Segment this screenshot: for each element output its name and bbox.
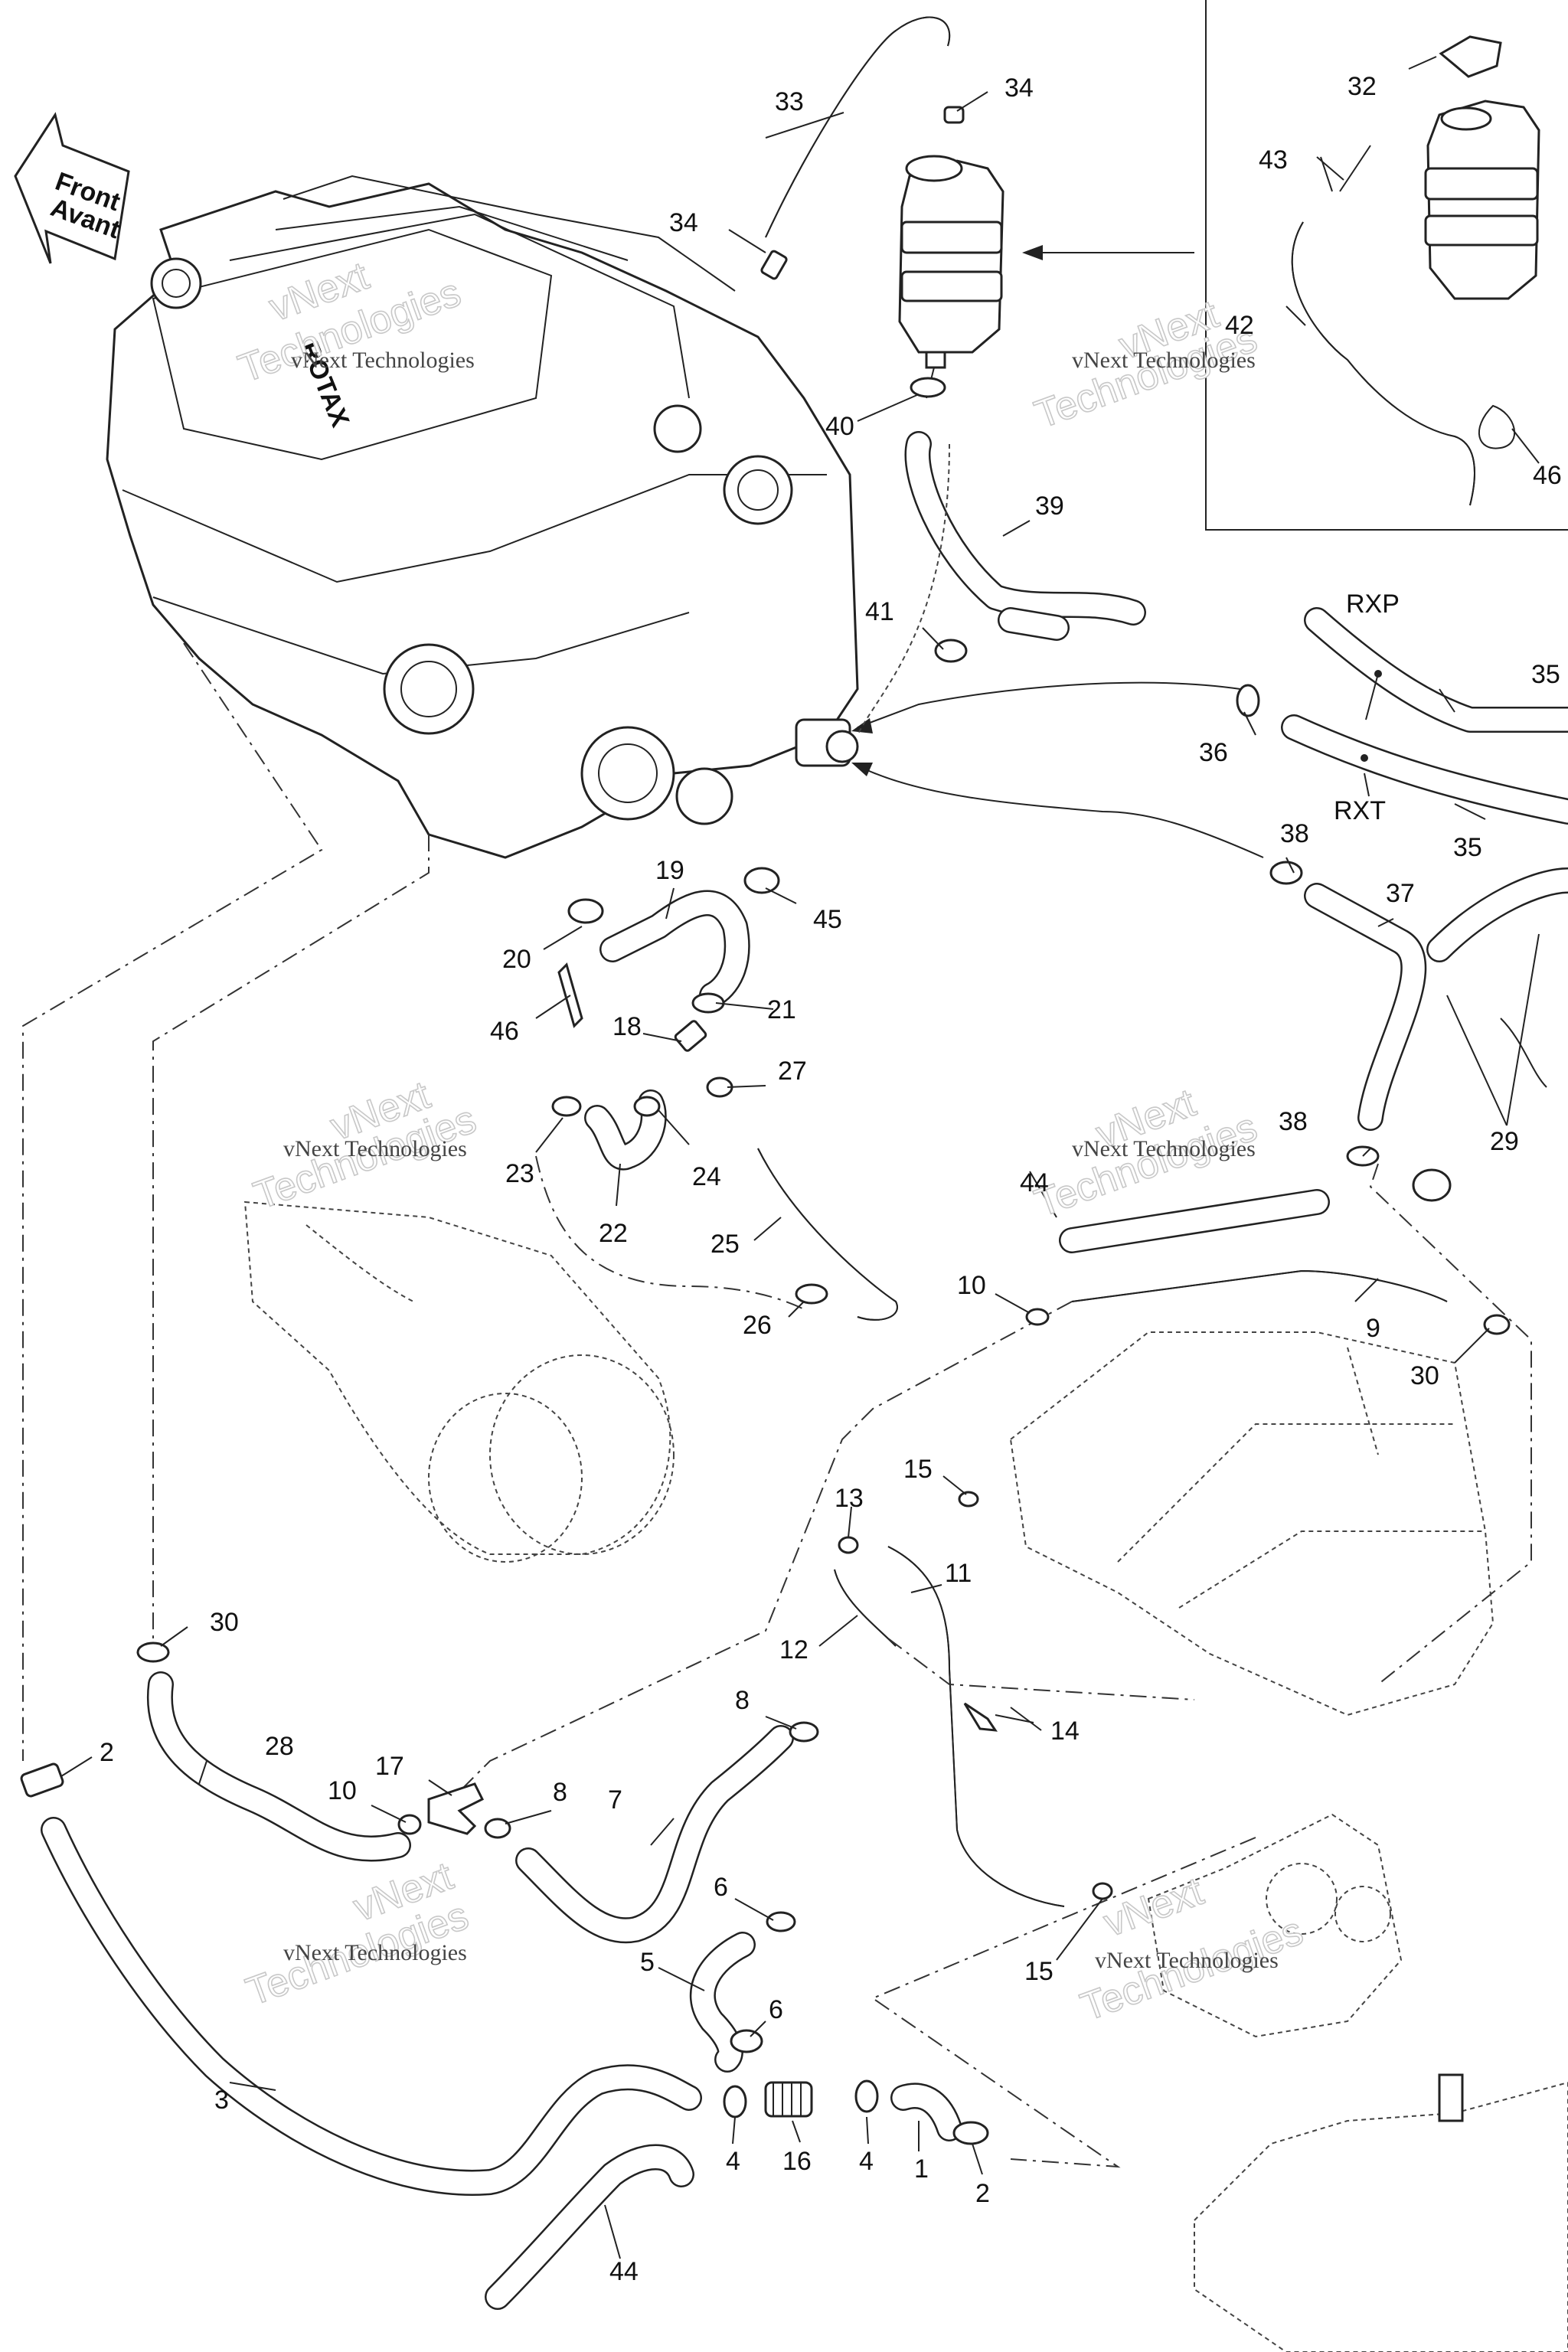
callout-14: 14 xyxy=(1050,1717,1080,1746)
callout-2-top: 2 xyxy=(100,1738,114,1767)
watermark-text-5: vNext Technologies xyxy=(283,1940,467,1965)
callout-22: 22 xyxy=(599,1219,628,1248)
intercooler xyxy=(1009,1331,1494,1717)
callout-44-top: 44 xyxy=(1020,1168,1049,1197)
callout-40: 40 xyxy=(825,412,854,441)
callout-39: 39 xyxy=(1035,492,1064,521)
callout-37: 37 xyxy=(1386,879,1415,908)
callout-4-right: 4 xyxy=(859,2147,874,2176)
callout-9: 9 xyxy=(1366,1314,1380,1343)
callout-12: 12 xyxy=(779,1635,808,1664)
engine-assembly: ROTAX xyxy=(106,175,859,859)
rxt-label: RXT xyxy=(1334,796,1386,825)
inset-detail-box xyxy=(1205,0,1568,531)
callout-6-top: 6 xyxy=(714,1873,728,1902)
watermark-text-3: vNext Technologies xyxy=(283,1136,467,1161)
callout-43: 43 xyxy=(1259,145,1288,175)
callout-27: 27 xyxy=(778,1057,807,1086)
callout-17: 17 xyxy=(375,1752,404,1781)
callout-44: 44 xyxy=(609,2257,639,2286)
callout-11: 11 xyxy=(945,1559,972,1588)
callout-8: 8 xyxy=(553,1778,567,1807)
callout-30-right: 30 xyxy=(1410,1361,1439,1390)
callout-4-left: 4 xyxy=(726,2147,740,2176)
watermark-text-4: vNext Technologies xyxy=(1072,1136,1256,1161)
inset-pointer xyxy=(1022,245,1194,260)
callout-5: 5 xyxy=(640,1948,655,1977)
jet-pump xyxy=(1147,1813,1403,2038)
callout-16: 16 xyxy=(782,2147,812,2176)
rxp-label: RXP xyxy=(1346,590,1400,619)
callout-29: 29 xyxy=(1490,1127,1519,1156)
leader-lines xyxy=(60,56,1540,2259)
callout-23: 23 xyxy=(505,1159,534,1188)
callout-28: 28 xyxy=(265,1732,294,1761)
flow-lines xyxy=(22,367,1532,2168)
callout-34-left: 34 xyxy=(669,208,698,237)
ride-plate xyxy=(1194,2073,1568,2352)
callout-6: 6 xyxy=(769,1995,783,2024)
callout-2: 2 xyxy=(975,2179,990,2208)
callout-35-top: 35 xyxy=(1531,660,1560,689)
muffler xyxy=(243,1200,675,1563)
callout-numbers: 33 34 34 40 39 41 35 36 35 38 37 38 29 1… xyxy=(100,72,1562,2286)
inset-coolant-tank xyxy=(1291,35,1540,506)
callout-25: 25 xyxy=(710,1230,740,1259)
callout-21: 21 xyxy=(767,995,796,1024)
watermark-text-1: vNext Technologies xyxy=(291,348,475,373)
fittings xyxy=(20,106,1547,2145)
callout-1: 1 xyxy=(914,2154,929,2184)
callout-24: 24 xyxy=(692,1162,721,1191)
coolant-tank xyxy=(898,155,1004,369)
hoses xyxy=(41,16,1568,2310)
callout-8-top: 8 xyxy=(735,1686,750,1715)
callout-20: 20 xyxy=(502,945,531,974)
callout-10-top: 10 xyxy=(957,1271,986,1300)
callout-38-bottom: 38 xyxy=(1279,1107,1308,1136)
callout-13: 13 xyxy=(835,1484,864,1513)
callout-30-left: 30 xyxy=(210,1608,239,1637)
callout-15: 15 xyxy=(1024,1957,1054,1986)
callout-34-top: 34 xyxy=(1004,74,1034,103)
callout-33: 33 xyxy=(775,87,804,116)
callout-26: 26 xyxy=(743,1311,772,1340)
callout-36: 36 xyxy=(1199,738,1228,767)
callout-3: 3 xyxy=(214,2086,229,2115)
watermark-text-2: vNext Technologies xyxy=(1072,348,1256,373)
callout-45: 45 xyxy=(813,905,842,934)
callout-19: 19 xyxy=(655,856,684,885)
callout-46: 46 xyxy=(490,1017,519,1046)
callout-41: 41 xyxy=(865,597,894,626)
callout-7: 7 xyxy=(608,1785,622,1815)
front-arrow-icon: Front Avant xyxy=(14,112,130,264)
callout-10: 10 xyxy=(328,1776,357,1805)
callout-35: 35 xyxy=(1453,833,1482,862)
callout-42: 42 xyxy=(1225,311,1254,340)
callout-32: 32 xyxy=(1348,72,1377,101)
callout-18: 18 xyxy=(612,1012,642,1041)
callout-38-top: 38 xyxy=(1280,819,1309,848)
model-labels: RXP RXT xyxy=(1334,590,1400,825)
watermark-text-6: vNext Technologies xyxy=(1095,1948,1279,1973)
callout-15-top: 15 xyxy=(903,1455,933,1484)
callout-46-inset: 46 xyxy=(1533,461,1562,490)
